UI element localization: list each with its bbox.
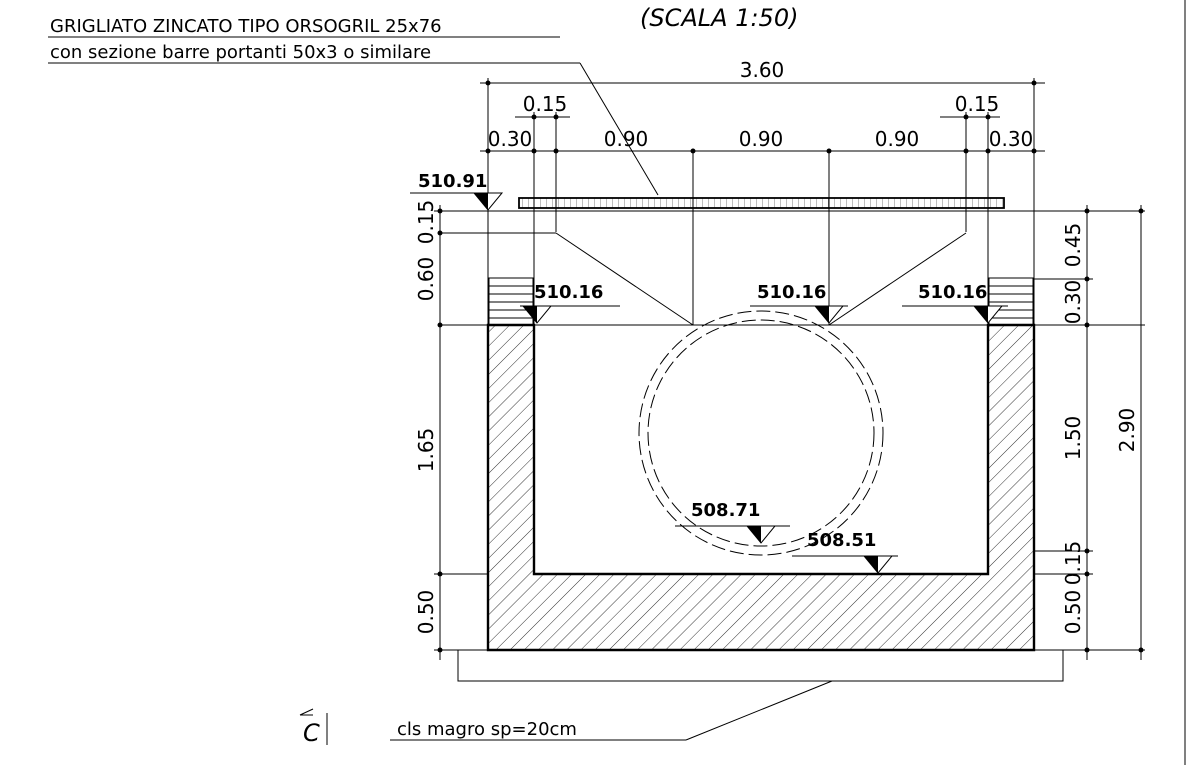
grating-note: GRIGLIATO ZINCATO TIPO ORSOGRIL 25x76 co… <box>48 16 659 196</box>
level-left: 510.16 <box>520 282 620 324</box>
level-center-value: 510.16 <box>757 282 826 303</box>
dim-right-upper-b: 0.30 <box>1061 280 1085 325</box>
dim-segment-3: 0.90 <box>739 127 784 151</box>
grating <box>518 197 1005 209</box>
lean-concrete-base: cls magro sp=20cm <box>390 649 1064 741</box>
dim-segment-4: 0.90 <box>875 127 920 151</box>
dim-right-bottom: 0.50 <box>1061 590 1085 635</box>
level-left-value: 510.16 <box>534 282 603 303</box>
grating-note-line2: con sezione barre portanti 50x3 o simila… <box>50 42 431 63</box>
level-right-value: 510.16 <box>918 282 987 303</box>
right-dimensions: 0.45 0.30 1.50 0.15 0.50 2.90 <box>1034 205 1145 660</box>
dim-left-upper-b: 0.60 <box>414 257 438 302</box>
left-dimensions: 0.15 0.60 1.65 0.50 <box>414 200 488 660</box>
level-invert-pipe: 508.71 <box>675 500 790 544</box>
dim-right-middle: 1.50 <box>1061 416 1085 461</box>
dim-right-upper-a: 0.45 <box>1061 223 1085 268</box>
pipe <box>638 310 884 556</box>
section-mark-letter: C <box>303 719 320 747</box>
dim-left-middle: 1.65 <box>414 428 438 473</box>
level-top: 510.91 <box>410 171 504 211</box>
top-dimensions: 3.60 0.15 0.15 0.30 0.90 0.90 0.90 0.30 <box>480 58 1045 325</box>
dim-segment-5: 0.30 <box>989 127 1034 151</box>
dim-overall-width: 3.60 <box>740 58 785 82</box>
level-invert-pipe-value: 508.71 <box>691 500 760 521</box>
dim-right-lower-a: 0.15 <box>1061 541 1085 586</box>
curb-strips <box>488 277 1034 326</box>
level-top-value: 510.91 <box>418 171 487 192</box>
section-mark: C <box>299 708 328 747</box>
dim-left-upper-a: 0.15 <box>414 200 438 245</box>
level-invert-floor-value: 508.51 <box>807 530 876 551</box>
dim-left-offset: 0.15 <box>523 92 568 116</box>
dim-left-bottom: 0.50 <box>414 590 438 635</box>
funnel-lines <box>440 232 967 326</box>
dim-segment-1: 0.30 <box>488 127 533 151</box>
dim-segment-2: 0.90 <box>604 127 649 151</box>
scale-title: (SCALA 1:50) <box>640 4 798 32</box>
grating-note-line1: GRIGLIATO ZINCATO TIPO ORSOGRIL 25x76 <box>50 16 442 37</box>
level-center: 510.16 <box>750 282 848 324</box>
dim-right-offset: 0.15 <box>955 92 1000 116</box>
dim-right-overall: 2.90 <box>1115 408 1139 453</box>
concrete-channel <box>486 323 1036 652</box>
lean-concrete-note: cls magro sp=20cm <box>397 719 577 740</box>
level-invert-floor: 508.51 <box>792 530 898 574</box>
level-right: 510.16 <box>902 282 1008 324</box>
